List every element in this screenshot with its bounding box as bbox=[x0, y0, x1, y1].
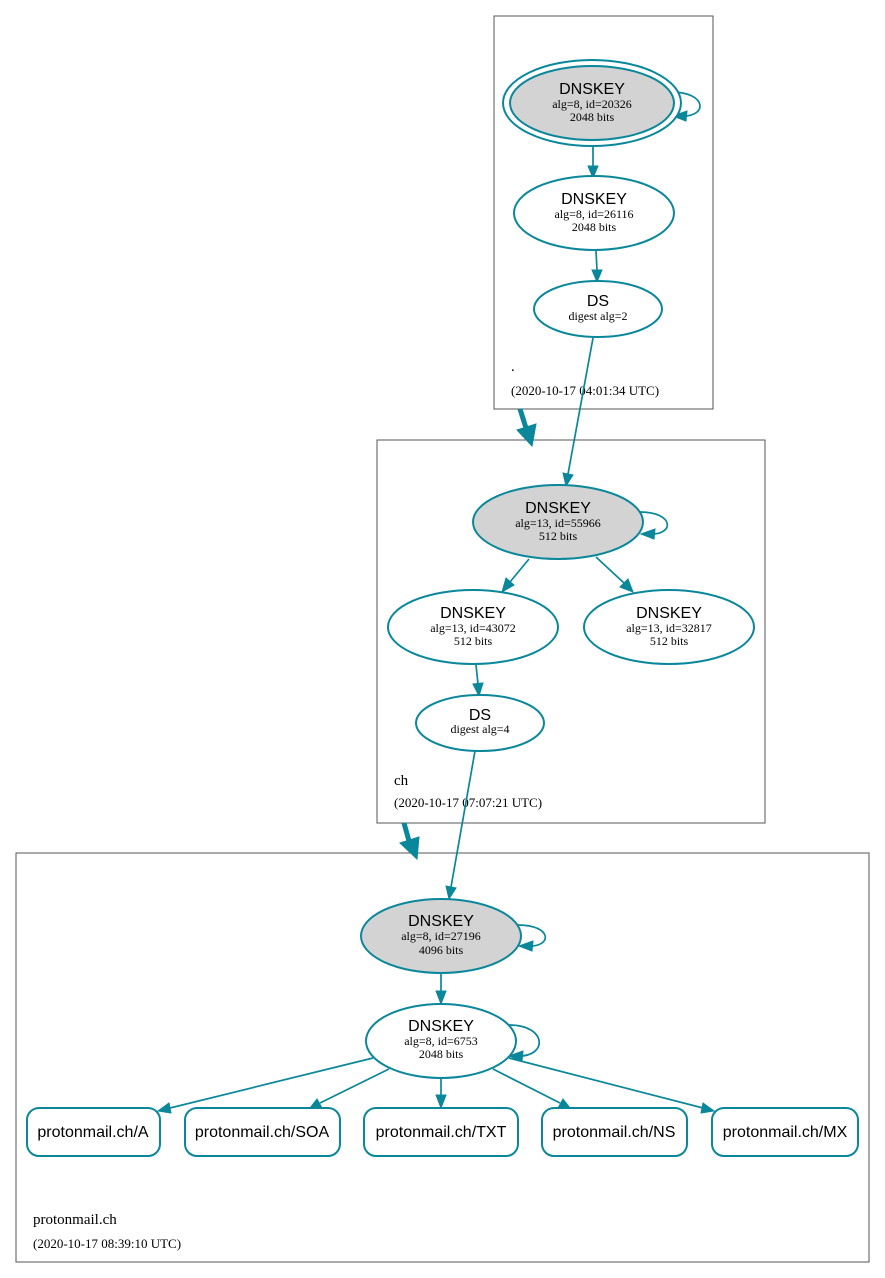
node-ch-ksk-shape bbox=[472, 484, 644, 560]
node-pm-zsk-line1: alg=8, id=6753 bbox=[404, 1034, 478, 1048]
edge-ch-ds-to-pm-ksk bbox=[445, 750, 476, 901]
record-a-label: protonmail.ch/A bbox=[37, 1124, 148, 1141]
zone-root: . (2020-10-17 04:01:34 UTC) bbox=[493, 15, 714, 410]
node-ch-zsk1-type: DNSKEY bbox=[440, 605, 506, 622]
zone-ch: ch (2020-10-17 07:07:21 UTC) bbox=[376, 439, 766, 824]
node-ch-ksk: DNSKEY alg=13, id=55966 512 bits bbox=[472, 484, 644, 560]
zone-protonmail: protonmail.ch (2020-10-17 08:39:10 UTC) bbox=[15, 852, 870, 1263]
record-a: protonmail.ch/A bbox=[26, 1107, 161, 1157]
node-pm-ksk-line1: alg=8, id=27196 bbox=[401, 929, 481, 943]
delegation-root-to-ch bbox=[516, 408, 537, 448]
edge-ch-ksk-to-zsk1 bbox=[501, 558, 530, 594]
edge-pm-ksk-self bbox=[517, 924, 547, 952]
node-root-ksk-line1: alg=8, id=20326 bbox=[552, 97, 632, 111]
node-root-ds-shape bbox=[533, 280, 663, 338]
record-ns-label: protonmail.ch/NS bbox=[553, 1124, 676, 1141]
edge-root-ksk-to-zsk bbox=[587, 147, 599, 180]
node-root-zsk-shape bbox=[513, 175, 675, 251]
edge-pm-zsk-self bbox=[507, 1024, 540, 1062]
node-pm-zsk-line2: 2048 bits bbox=[419, 1047, 464, 1061]
record-ns: protonmail.ch/NS bbox=[541, 1107, 688, 1157]
node-ch-zsk2-line1: alg=13, id=32817 bbox=[626, 621, 712, 635]
record-a-box bbox=[26, 1107, 161, 1157]
node-root-ksk-shape bbox=[509, 65, 675, 141]
node-ch-zsk1-line2: 512 bits bbox=[454, 634, 493, 648]
edge-pm-zsk-to-a bbox=[156, 1057, 374, 1114]
node-ch-ksk-type: DNSKEY bbox=[525, 500, 591, 517]
zone-root-timestamp: (2020-10-17 04:01:34 UTC) bbox=[511, 383, 659, 398]
edge-ch-zsk1-to-ds bbox=[472, 664, 484, 698]
edge-root-ksk-self bbox=[670, 91, 701, 122]
record-soa-label: protonmail.ch/SOA bbox=[195, 1124, 330, 1141]
edge-pm-zsk-to-txt bbox=[435, 1078, 447, 1110]
record-txt: protonmail.ch/TXT bbox=[363, 1107, 519, 1157]
node-root-zsk-line2: 2048 bits bbox=[572, 220, 617, 234]
edge-ch-ksk-to-zsk2 bbox=[595, 556, 634, 593]
node-root-ksk: DNSKEY alg=8, id=20326 2048 bits bbox=[502, 59, 682, 147]
node-ch-zsk2-type: DNSKEY bbox=[636, 605, 702, 622]
record-soa: protonmail.ch/SOA bbox=[184, 1107, 341, 1157]
node-root-zsk-line1: alg=8, id=26116 bbox=[554, 207, 633, 221]
delegation-ch-to-protonmail bbox=[399, 822, 420, 861]
zone-protonmail-box bbox=[15, 852, 870, 1263]
node-pm-zsk-shape bbox=[365, 1003, 517, 1079]
node-ch-ds-type: DS bbox=[469, 707, 491, 724]
node-pm-ksk-type: DNSKEY bbox=[408, 913, 474, 930]
node-root-ksk-line2: 2048 bits bbox=[570, 110, 615, 124]
node-pm-zsk: DNSKEY alg=8, id=6753 2048 bits bbox=[365, 1003, 517, 1079]
node-ch-zsk2-line2: 512 bits bbox=[650, 634, 689, 648]
node-ch-ds-line1: digest alg=4 bbox=[450, 722, 509, 736]
record-txt-box bbox=[363, 1107, 519, 1157]
edge-root-zsk-to-ds bbox=[591, 250, 603, 284]
record-ns-box bbox=[541, 1107, 688, 1157]
node-ch-zsk2: DNSKEY alg=13, id=32817 512 bits bbox=[583, 589, 755, 665]
edge-root-ds-to-ch-ksk bbox=[562, 337, 594, 488]
edge-pm-zsk-to-soa bbox=[308, 1068, 390, 1109]
record-mx: protonmail.ch/MX bbox=[711, 1107, 859, 1157]
zone-root-name: . bbox=[511, 359, 515, 375]
node-ch-ksk-line1: alg=13, id=55966 bbox=[515, 516, 601, 530]
node-ch-zsk1-line1: alg=13, id=43072 bbox=[430, 621, 516, 635]
zone-ch-name: ch bbox=[394, 773, 409, 789]
record-soa-box bbox=[184, 1107, 341, 1157]
edge-pm-zsk-to-ns bbox=[492, 1068, 572, 1109]
node-pm-zsk-type: DNSKEY bbox=[408, 1018, 474, 1035]
record-mx-box bbox=[711, 1107, 859, 1157]
node-ch-zsk1-shape bbox=[387, 589, 559, 665]
node-ch-ksk-line2: 512 bits bbox=[539, 529, 578, 543]
zone-ch-box bbox=[376, 439, 766, 824]
node-pm-ksk: DNSKEY alg=8, id=27196 4096 bits bbox=[360, 898, 522, 974]
node-ch-ds: DS digest alg=4 bbox=[415, 694, 545, 752]
zone-protonmail-name: protonmail.ch bbox=[33, 1212, 117, 1228]
zone-root-box bbox=[493, 15, 714, 410]
node-root-ds-type: DS bbox=[587, 293, 609, 310]
edge-pm-ksk-to-zsk bbox=[435, 974, 447, 1006]
edge-ch-ksk-self bbox=[639, 511, 669, 540]
node-pm-ksk-line2: 4096 bits bbox=[419, 943, 464, 957]
node-root-zsk-type: DNSKEY bbox=[561, 191, 627, 208]
node-root-ds: DS digest alg=2 bbox=[533, 280, 663, 338]
zone-ch-timestamp: (2020-10-17 07:07:21 UTC) bbox=[394, 795, 542, 810]
node-root-ksk-type: DNSKEY bbox=[559, 81, 625, 98]
node-ch-zsk2-shape bbox=[583, 589, 755, 665]
node-root-zsk: DNSKEY alg=8, id=26116 2048 bits bbox=[513, 175, 675, 251]
zone-protonmail-timestamp: (2020-10-17 08:39:10 UTC) bbox=[33, 1236, 181, 1251]
node-ch-ds-shape bbox=[415, 694, 545, 752]
record-txt-label: protonmail.ch/TXT bbox=[376, 1124, 507, 1141]
node-pm-ksk-shape bbox=[360, 898, 522, 974]
edge-pm-zsk-to-mx bbox=[508, 1057, 716, 1114]
node-root-ds-line1: digest alg=2 bbox=[568, 309, 627, 323]
record-mx-label: protonmail.ch/MX bbox=[723, 1124, 848, 1141]
node-ch-zsk1: DNSKEY alg=13, id=43072 512 bits bbox=[387, 589, 559, 665]
